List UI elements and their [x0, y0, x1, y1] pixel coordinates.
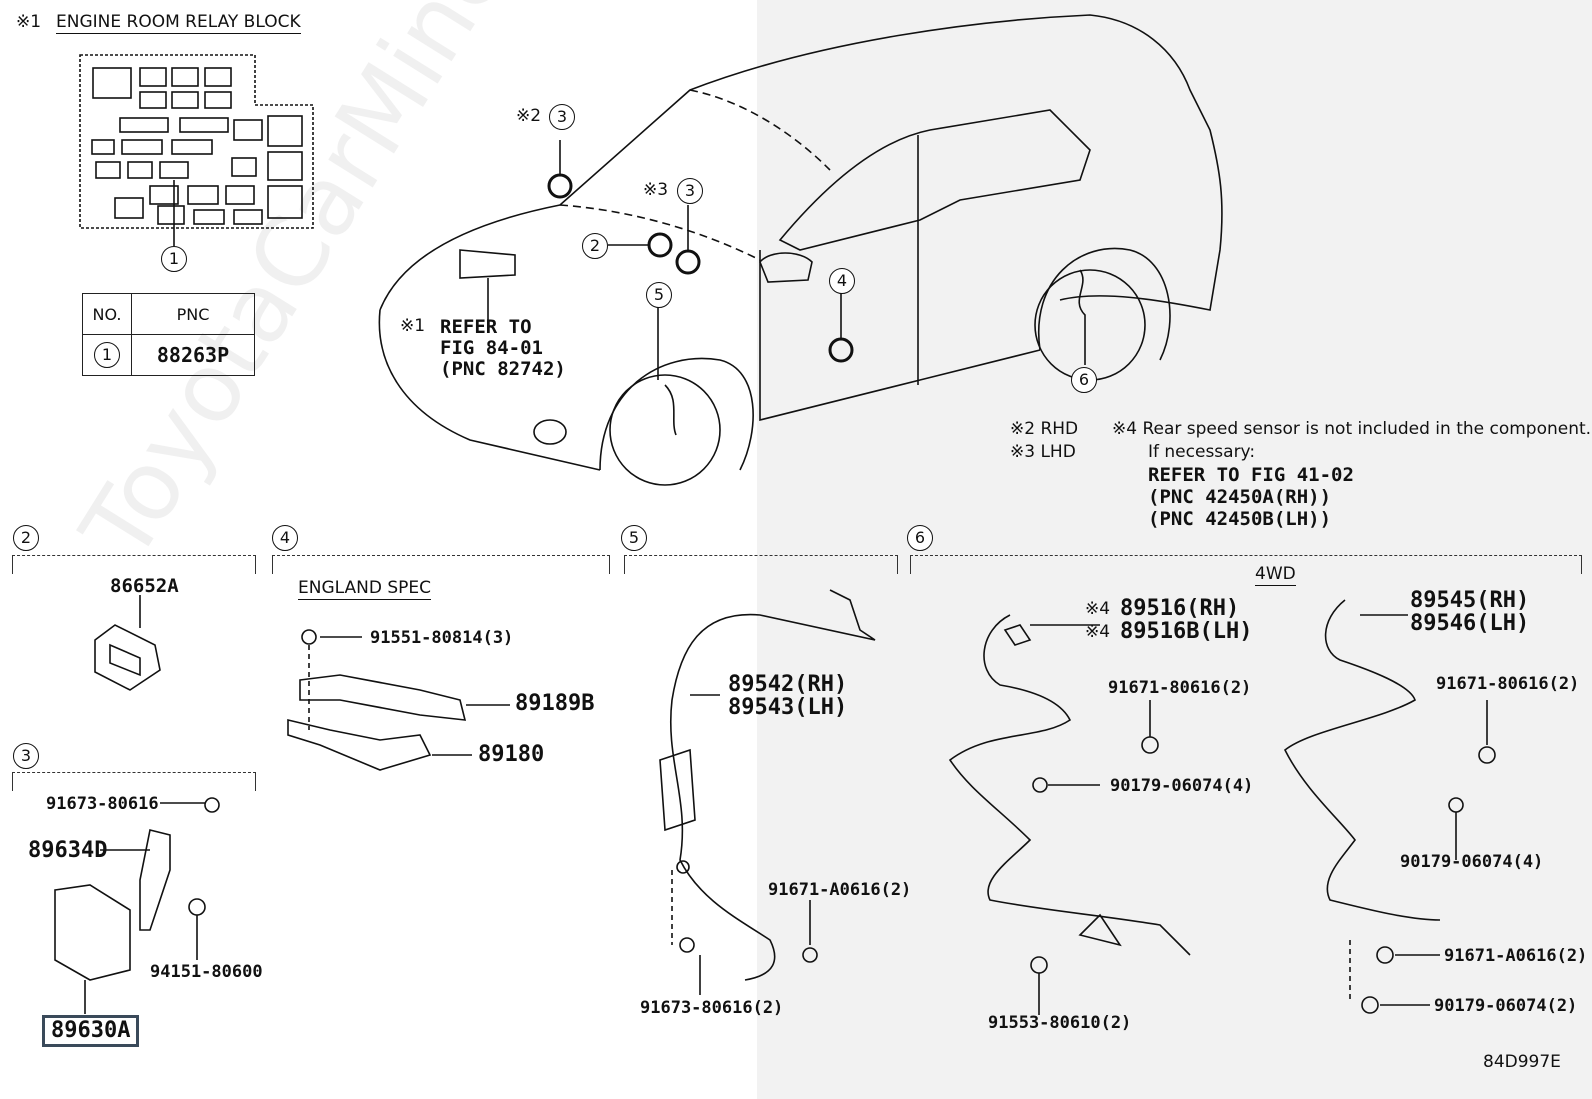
refer-line-2: FIG 84-01	[440, 337, 543, 359]
refer-mark: ※1	[400, 316, 426, 336]
callout-6: 6	[1071, 367, 1097, 393]
part-91673-80616-2: 91673-80616(2)	[640, 998, 784, 1018]
section-2-bracket	[12, 555, 256, 574]
part-89543-lh: 89543(LH)	[728, 695, 848, 720]
callout-3a-mark: ※2	[516, 106, 542, 126]
callout-3a: 3	[549, 104, 575, 130]
part-89189B: 89189B	[515, 691, 595, 716]
note-if-necessary: If necessary:	[1148, 442, 1256, 462]
part-89634D: 89634D	[28, 838, 108, 863]
note-refer-line-3: (PNC 42450B(LH))	[1148, 508, 1332, 530]
note-rhd: ※2 RHD	[1010, 419, 1079, 439]
section-4-number: 4	[272, 525, 298, 551]
pnc-row-number: 1	[94, 342, 120, 368]
note-refer-line-1: REFER TO FIG 41-02	[1148, 464, 1354, 486]
part-90179-06074-2: 90179-06074(2)	[1434, 996, 1578, 1016]
part-89546-lh: 89546(LH)	[1410, 611, 1530, 636]
s6-left-mark-1: ※4	[1085, 599, 1111, 619]
pnc-table-header-pnc: PNC	[131, 293, 255, 335]
pnc-row-value: 88263P	[131, 334, 255, 376]
callout-3b-mark: ※3	[643, 180, 669, 200]
part-91553-80610: 91553-80610(2)	[988, 1013, 1132, 1033]
part-91671-80616-right: 91671-80616(2)	[1436, 674, 1580, 694]
section-4-bracket	[272, 555, 610, 574]
section-4-drawing	[287, 629, 510, 771]
part-90179-06074-left: 90179-06074(4)	[1110, 776, 1254, 796]
callout-3b: 3	[677, 178, 703, 204]
variant-4wd-label: 4WD	[1255, 564, 1296, 586]
part-89630A: 89630A	[42, 1015, 140, 1047]
part-94151-80600: 94151-80600	[150, 962, 263, 982]
section-6-left-drawing	[948, 614, 1191, 1015]
s6-left-mark-2: ※4	[1085, 622, 1111, 642]
part-89516-rh: 89516(RH)	[1120, 596, 1240, 621]
relay-block-title: ENGINE ROOM RELAY BLOCK	[56, 12, 301, 34]
callout-4: 4	[829, 268, 855, 294]
pnc-table: NO. PNC 1 88263P	[82, 293, 255, 376]
pnc-table-header-no: NO.	[82, 293, 132, 335]
pnc-table-row-no: 1	[82, 334, 132, 376]
section-5-bracket	[624, 555, 898, 574]
part-90179-06074-right: 90179-06074(4)	[1400, 852, 1544, 872]
section-3-drawing	[54, 797, 220, 1014]
note-refer-line-2: (PNC 42450A(RH))	[1148, 486, 1332, 508]
relay-note-mark: ※1	[16, 12, 42, 32]
section-6-number: 6	[907, 525, 933, 551]
note-lhd: ※3 LHD	[1010, 442, 1076, 462]
section-5-number: 5	[621, 525, 647, 551]
refer-line-1: REFER TO	[440, 316, 532, 338]
callout-2: 2	[582, 233, 608, 259]
part-86652A: 86652A	[110, 575, 179, 597]
part-91671-A0616-right: 91671-A0616(2)	[1444, 946, 1588, 966]
part-91551-80814: 91551-80814(3)	[370, 628, 514, 648]
section-5-drawing	[659, 589, 876, 995]
relay-block-drawing	[79, 54, 314, 246]
shaded-panel	[757, 0, 1592, 1099]
callout-5: 5	[646, 282, 672, 308]
part-89180: 89180	[478, 742, 545, 767]
section-2-number: 2	[13, 525, 39, 551]
part-89542-rh: 89542(RH)	[728, 672, 848, 697]
part-91673-80616: 91673-80616	[46, 794, 159, 814]
england-spec-label: ENGLAND SPEC	[298, 578, 431, 600]
vehicle-outline	[378, 14, 1223, 486]
note-rear-sensor: ※4 Rear speed sensor is not included in …	[1112, 419, 1592, 439]
figure-code: 84D997E	[1483, 1052, 1561, 1072]
section-3-bracket	[12, 772, 256, 791]
part-89516B-lh: 89516B(LH)	[1120, 619, 1253, 644]
section-3-number: 3	[13, 743, 39, 769]
section-6-right-drawing	[1283, 599, 1496, 1014]
part-86652A-drawing	[94, 595, 161, 691]
refer-line-3: (PNC 82742)	[440, 358, 566, 380]
part-91671-A0616: 91671-A0616(2)	[768, 880, 912, 900]
callout-1: 1	[161, 246, 187, 272]
section-6-bracket	[910, 555, 1582, 574]
part-89545-rh: 89545(RH)	[1410, 588, 1530, 613]
part-91671-80616-left: 91671-80616(2)	[1108, 678, 1252, 698]
